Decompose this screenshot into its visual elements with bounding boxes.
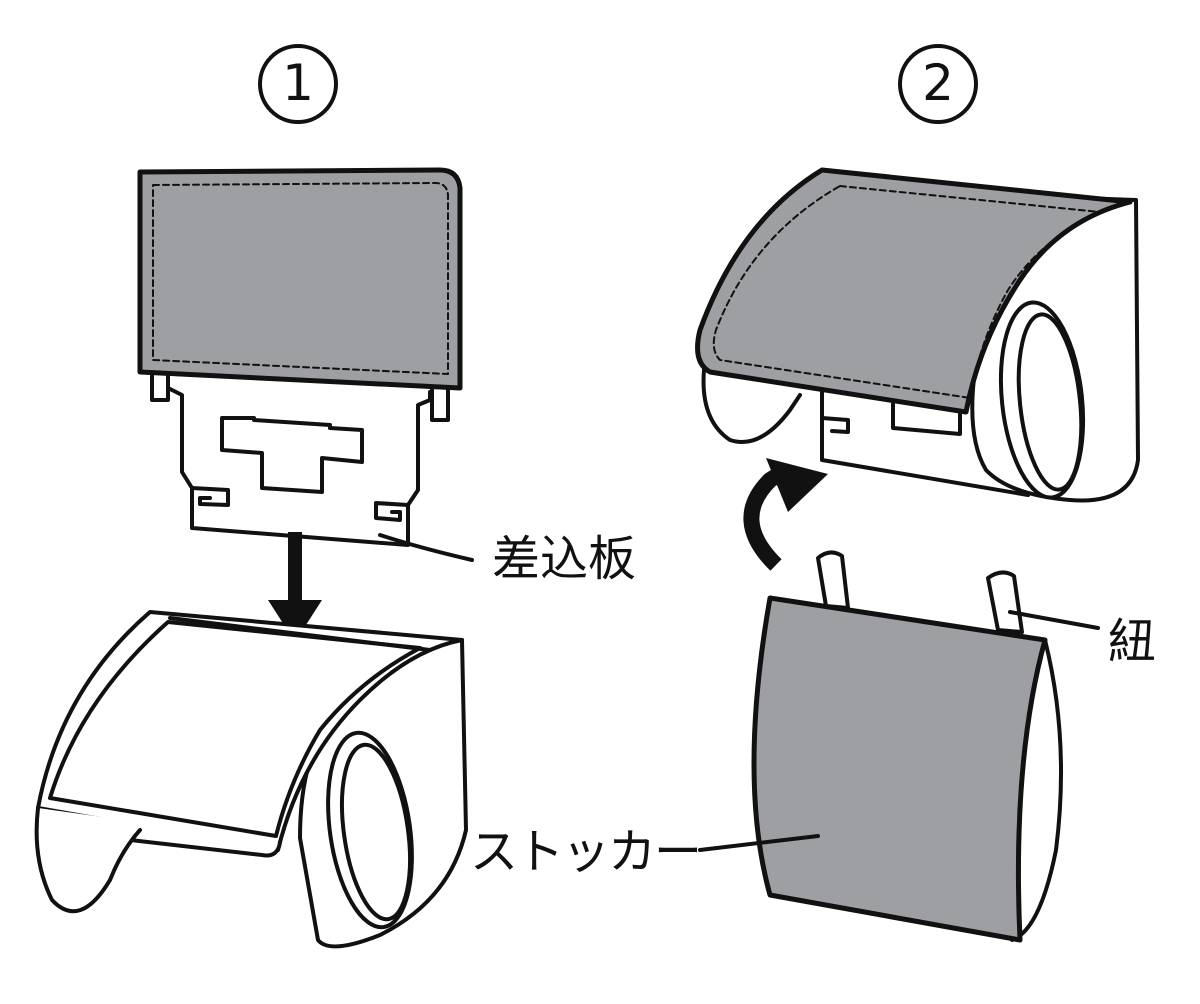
label-stocker: ストッカー (470, 824, 702, 880)
stocker (751, 550, 1063, 943)
cover-panel-installed (695, 167, 1133, 415)
curved-arrow (743, 458, 828, 571)
down-arrow (268, 532, 322, 642)
label-string: 紐 (1108, 614, 1157, 670)
label-insert-plate: 差込板 (492, 531, 637, 587)
insert-plate (150, 374, 450, 547)
leader-insert-plate (378, 533, 474, 562)
holder-body-step1 (34, 610, 468, 949)
cover-panel (137, 167, 463, 391)
holder-body-step2 (701, 196, 1140, 503)
leader-string (1008, 610, 1100, 630)
leader-stocker (698, 834, 820, 852)
step-number-2: 2 (898, 44, 978, 124)
step-number-1: 1 (258, 44, 338, 124)
